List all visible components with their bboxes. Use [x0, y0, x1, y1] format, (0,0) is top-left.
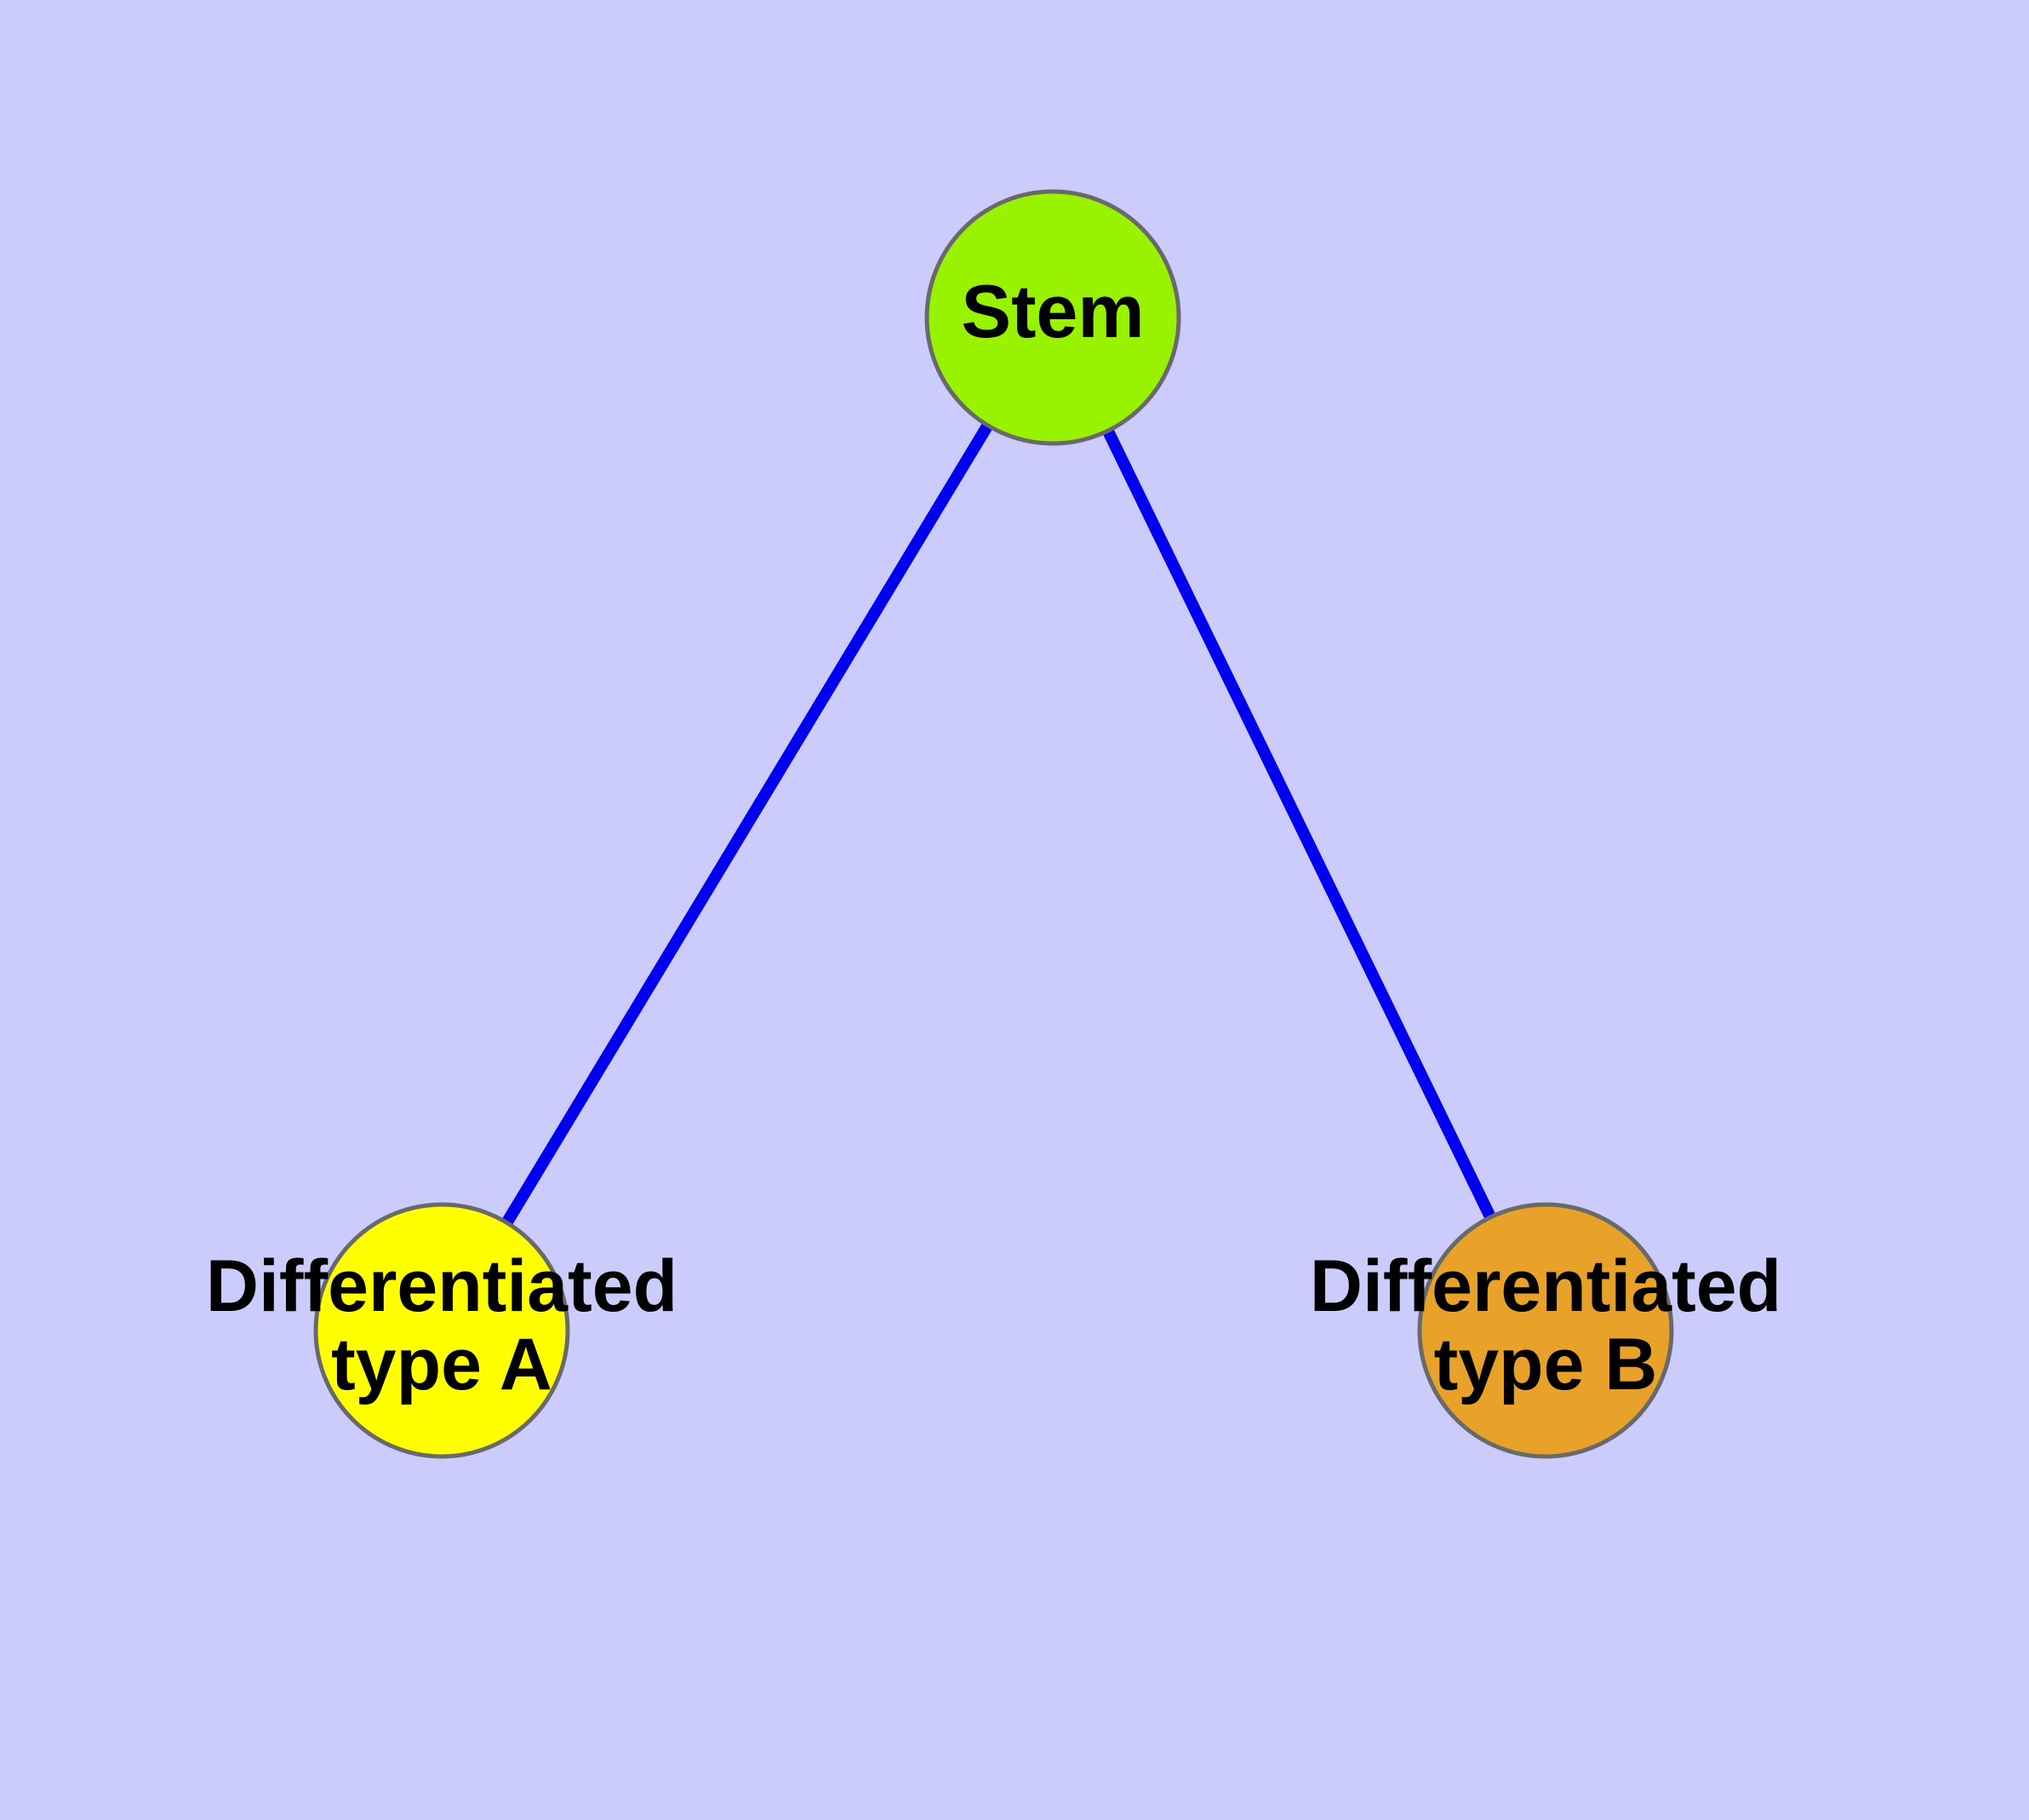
node-stem-label: Stem — [961, 269, 1144, 353]
node-stem-circle[interactable] — [924, 189, 1181, 446]
node-stem[interactable]: Stem — [924, 189, 1181, 446]
edge-stem-to-differentiated-b[interactable] — [1102, 428, 1496, 1220]
node-label-line: type A — [331, 1324, 552, 1405]
node-label-line: Stem — [961, 269, 1144, 353]
edges-group — [501, 422, 1496, 1226]
node-label-line: Differentiated — [1310, 1245, 1781, 1327]
edge-stem-to-differentiated-a[interactable] — [501, 422, 993, 1226]
node-differentiated-b-circle[interactable] — [1417, 1202, 1674, 1459]
node-differentiated-a-circle[interactable] — [313, 1202, 570, 1459]
node-label-line: Differentiated — [206, 1245, 677, 1327]
node-label-line: type B — [1434, 1324, 1658, 1405]
